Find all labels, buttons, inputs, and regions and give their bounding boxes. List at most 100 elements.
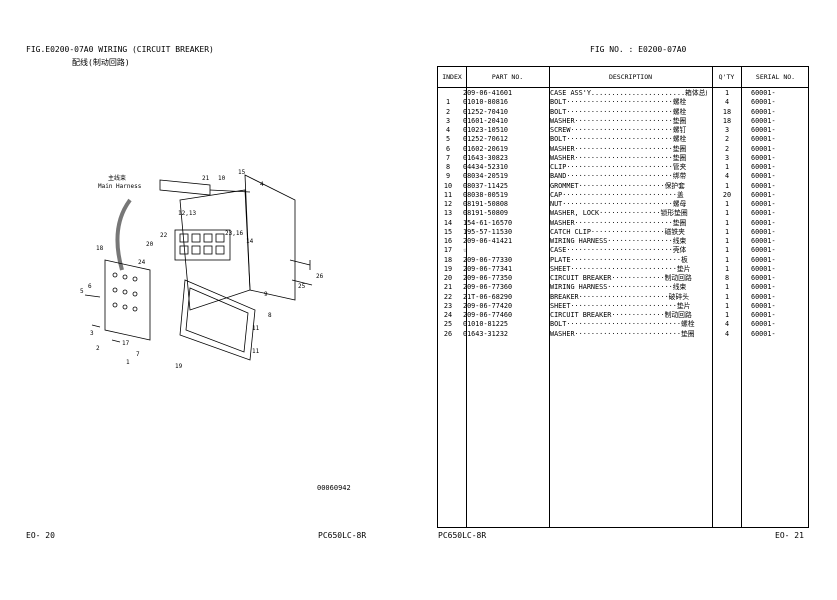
serial-number-cell: 60001- (751, 320, 776, 329)
index-cell: 4 (445, 126, 451, 134)
description-cell: CIRCUIT BREAKER·············制动回路 (550, 274, 692, 282)
description-cell: SHEET··························垫片 (550, 301, 691, 310)
serial-number-cell: 60001- (751, 301, 776, 310)
description-cell: BOLT····························螺栓 (550, 320, 695, 329)
serial-number-cell: 60001- (751, 190, 776, 199)
index-cell: 22 (443, 292, 453, 301)
description-cell: CAP····························盖 (550, 190, 684, 199)
index-cell: 17 (443, 246, 453, 255)
description-cell: WASHER························垫圈 (550, 116, 687, 125)
svg-text:7: 7 (136, 351, 140, 358)
header-serial-no: SERIAL NO. (755, 73, 796, 81)
quantity-cell: 18 (722, 107, 732, 116)
index-cell: 19 (443, 264, 453, 273)
svg-text:3: 3 (90, 330, 94, 337)
part-number-cell: 21T-06-68290 (463, 292, 513, 301)
serial-number-cell: 60001- (751, 116, 776, 125)
quantity-cell: 2 (724, 144, 730, 153)
serial-number-cell: 60001- (751, 107, 776, 116)
serial-number-cell: 60001- (751, 227, 776, 236)
svg-text:18: 18 (96, 245, 104, 252)
part-number-cell: 01252-70410 (463, 107, 509, 116)
cover-sheet (179, 279, 256, 361)
serial-number-cell: 60001- (751, 181, 776, 190)
quantity-cell: 1 (724, 301, 730, 310)
index-cell: 8 (445, 163, 451, 171)
serial-number-cell: 60001- (751, 153, 776, 162)
description-cell: PLATE···························板 (550, 255, 688, 264)
part-number-cell: 209-06-77460 (463, 311, 513, 319)
part-number-cell: 209-06-41601 (463, 89, 513, 97)
table-row: 22 21T-06-68290 BREAKER··················… (438, 293, 808, 302)
right-page-number: EO- 21 (775, 531, 804, 540)
quantity-cell: 1 (724, 218, 730, 227)
quantity-cell: 4 (724, 172, 730, 181)
quantity-cell: 4 (724, 329, 730, 338)
breaker-block (174, 229, 231, 261)
index-cell: 20 (443, 274, 453, 282)
part-number-cell: 209-06-77341 (463, 264, 513, 273)
index-cell: 25 (443, 320, 453, 329)
part-number-cell: 01643-30823 (463, 153, 509, 162)
part-number-cell: 08191-50808 (463, 200, 509, 208)
part-number-cell: 209-06-77360 (463, 283, 513, 292)
part-number-cell: 01601-20410 (463, 116, 509, 125)
serial-number-cell: 60001- (751, 283, 776, 292)
svg-text:4: 4 (260, 181, 264, 188)
part-number-cell: 209-06-77420 (463, 301, 513, 310)
part-number-cell: 01023-10510 (463, 126, 509, 134)
part-number-cell: 01010-81225 (463, 320, 509, 329)
quantity-cell: 1 (724, 283, 730, 292)
left-model-name: PC650LC-8R (318, 531, 367, 540)
index-cell: 24 (443, 311, 453, 319)
description-cell: GROMMET·····················保护套 (550, 181, 685, 190)
part-number-cell: 08191-50809 (463, 209, 509, 218)
quantity-cell: 1 (724, 181, 730, 190)
right-model-name: PC650LC-8R (438, 531, 487, 540)
serial-number-cell: 60001- (751, 172, 776, 181)
description-cell: WASHER, LOCK···············锁形垫圈 (550, 209, 688, 218)
parts-table: INDEX PART NO. DESCRIPTION Q'TY SERIAL N… (437, 66, 809, 528)
svg-text:12,13: 12,13 (178, 210, 196, 217)
index-cell: 14 (443, 218, 453, 227)
part-number-cell: 209-06-77330 (463, 255, 513, 264)
description-cell: SCREW·························螺钉 (550, 126, 687, 134)
header-divider (438, 87, 808, 88)
serial-number-cell: 60001- (751, 246, 776, 255)
part-number-cell: 08038-00519 (463, 190, 509, 199)
description-cell: BOLT··························螺栓 (550, 98, 687, 107)
quantity-cell: 2 (724, 135, 730, 144)
part-number-cell: 08034-20519 (463, 172, 509, 181)
svg-text:14: 14 (246, 238, 254, 245)
svg-text:1: 1 (126, 359, 130, 366)
description-cell: WASHER··························垫圈 (550, 329, 695, 338)
index-cell: 16 (443, 237, 453, 245)
index-cell: 6 (445, 144, 451, 153)
part-number-cell: 195-57-11530 (463, 227, 513, 236)
svg-text:10: 10 (218, 175, 226, 182)
description-cell: WIRING HARNESS················线束 (550, 237, 687, 245)
svg-text:5: 5 (80, 288, 84, 295)
serial-number-cell: 60001- (751, 311, 776, 319)
quantity-cell: 1 (724, 264, 730, 273)
description-cell: BREAKER······················破碎头 (550, 292, 690, 301)
svg-text:11: 11 (252, 348, 260, 355)
serial-number-cell: 60001- (751, 126, 776, 134)
svg-text:22: 22 (160, 232, 168, 239)
description-cell: CIRCUIT BREAKER·············制动回路 (550, 311, 692, 319)
part-number-cell: 01602-20619 (463, 144, 509, 153)
description-cell: WIRING HARNESS················线束 (550, 283, 687, 292)
